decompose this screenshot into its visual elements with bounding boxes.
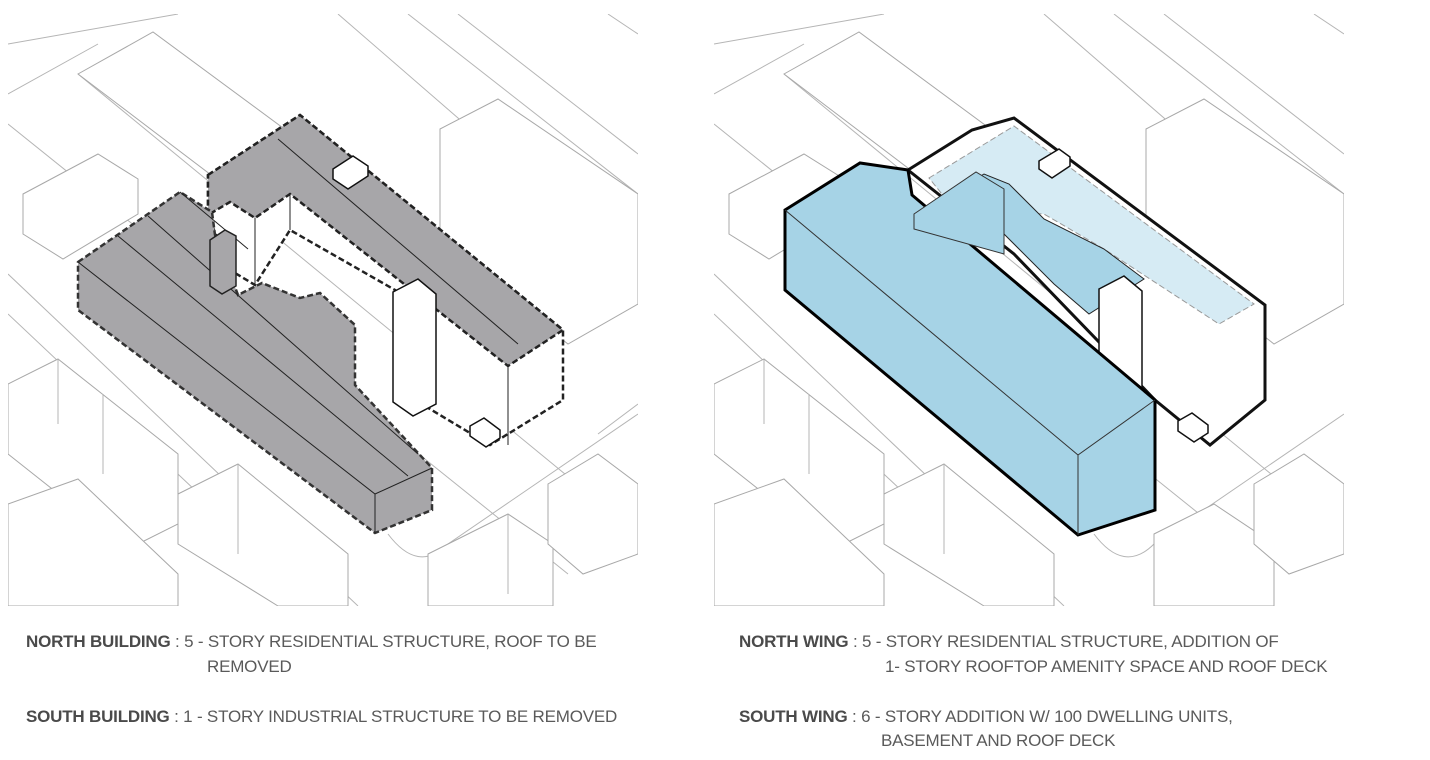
- south-wing-proposed: [783, 161, 1157, 537]
- proposed-buildings-diagram: [714, 14, 1344, 606]
- north-building-desc: 5 - STORY RESIDENTIAL STRUCTURE, ROOF TO…: [184, 632, 597, 651]
- north-building-caption: NORTH BUILDING : 5 - STORY RESIDENTIAL S…: [26, 632, 597, 651]
- south-building-label: SOUTH BUILDING: [26, 707, 170, 726]
- south-wing-label: SOUTH WING: [739, 707, 848, 726]
- context-buildings: [714, 31, 1344, 606]
- south-wing-desc: 6 - STORY ADDITION W/ 100 DWELLING UNITS…: [861, 707, 1233, 726]
- existing-buildings-diagram: [8, 14, 638, 606]
- north-wing-label: NORTH WING: [739, 632, 849, 651]
- north-building-existing: [206, 113, 566, 448]
- north-wing-caption: NORTH WING : 5 - STORY RESIDENTIAL STRUC…: [739, 632, 1279, 651]
- south-building-caption: SOUTH BUILDING : 1 - STORY INDUSTRIAL ST…: [26, 707, 618, 726]
- south-building-existing: [76, 190, 434, 535]
- south-wing-desc-cont: BASEMENT AND ROOF DECK: [881, 731, 1116, 750]
- south-wing-caption: SOUTH WING : 6 - STORY ADDITION W/ 100 D…: [739, 707, 1233, 726]
- north-building-desc-cont: REMOVED: [207, 657, 292, 676]
- context-buildings: [8, 31, 638, 606]
- south-building-desc: 1 - STORY INDUSTRIAL STRUCTURE TO BE REM…: [183, 707, 618, 726]
- north-wing-desc-cont: 1- STORY ROOFTOP AMENITY SPACE AND ROOF …: [885, 657, 1328, 676]
- north-building-label: NORTH BUILDING: [26, 632, 171, 651]
- north-wing-desc: 5 - STORY RESIDENTIAL STRUCTURE, ADDITIO…: [862, 632, 1279, 651]
